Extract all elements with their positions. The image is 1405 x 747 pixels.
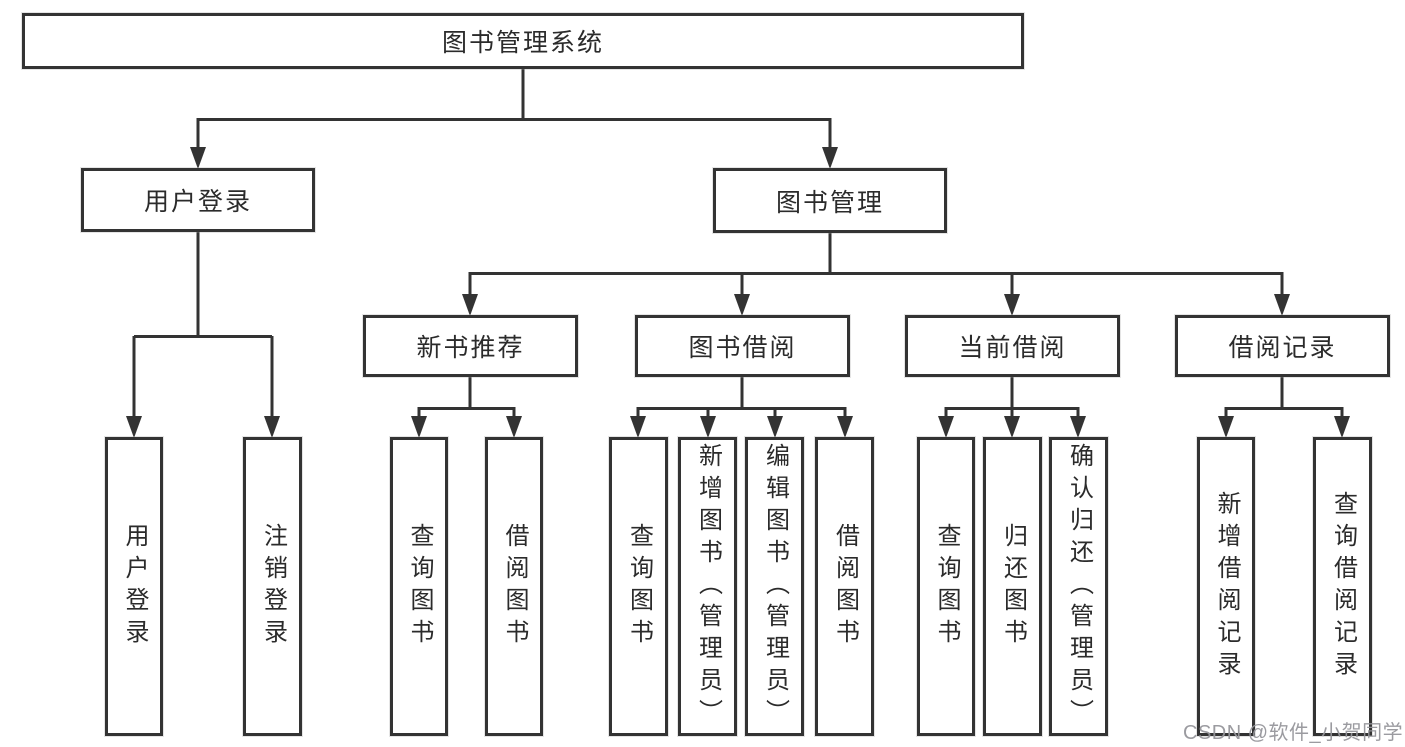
leaf-newbooks-query-books-label: 查询图书	[406, 522, 433, 651]
arrowhead	[126, 416, 142, 438]
leaf-records-add-record-label: 新增借阅记录	[1213, 490, 1240, 683]
node-borrowing-records-label: 借阅记录	[1228, 334, 1337, 362]
connector-user-login-stem	[132, 232, 274, 422]
leaf-newbooks-borrow-books: 借阅图书	[485, 437, 543, 736]
node-borrowing-records: 借阅记录	[1175, 315, 1390, 377]
connector-current-borrow-branch	[944, 377, 1080, 422]
leaf-current-confirm-return-admin: 确认归还（管理员）	[1049, 437, 1108, 736]
node-book-management: 图书管理	[713, 168, 947, 233]
arrowhead	[462, 294, 478, 316]
node-library-system-label: 图书管理系统	[441, 29, 604, 57]
arrowhead	[1334, 416, 1350, 438]
node-user-login-label: 用户登录	[143, 188, 252, 216]
leaf-logout-label: 注销登录	[259, 522, 287, 651]
node-library-system: 图书管理系统	[22, 13, 1024, 69]
node-current-borrowing-label: 当前借阅	[958, 334, 1067, 362]
arrowhead	[1218, 416, 1234, 438]
node-book-management-label: 图书管理	[775, 188, 884, 217]
leaf-borrowing-query-books-label: 查询图书	[625, 522, 653, 651]
connector-lines	[132, 69, 1344, 422]
arrowhead	[630, 416, 646, 438]
leaf-borrowing-edit-book-admin: 编辑图书（管理员）	[745, 437, 804, 736]
connector-level2-branch	[196, 118, 832, 152]
arrowhead	[700, 416, 716, 438]
leaf-borrowing-query-books: 查询图书	[609, 437, 668, 736]
connector-records-branch	[1224, 377, 1344, 422]
node-new-book-recommend: 新书推荐	[363, 315, 578, 377]
arrowheads	[126, 147, 1350, 438]
arrowhead	[767, 416, 783, 438]
connector-new-books-branch	[417, 377, 516, 422]
arrowhead	[1070, 416, 1086, 438]
leaf-current-return-books-label: 归还图书	[999, 522, 1027, 651]
arrowhead	[837, 416, 853, 438]
leaf-current-return-books: 归还图书	[983, 437, 1042, 736]
leaf-user-login-label: 用户登录	[121, 522, 148, 651]
node-current-borrowing: 当前借阅	[905, 315, 1120, 377]
arrowhead	[822, 147, 838, 169]
node-new-book-recommend-label: 新书推荐	[416, 334, 525, 362]
leaf-borrowing-borrow-books: 借阅图书	[815, 437, 874, 736]
leaf-records-query-record-label: 查询借阅记录	[1329, 490, 1357, 683]
arrowhead	[734, 294, 750, 316]
arrowhead	[938, 416, 954, 438]
node-book-borrowing-label: 图书借阅	[688, 334, 797, 362]
leaf-current-query-books-label: 查询图书	[933, 522, 960, 651]
leaf-newbooks-query-books: 查询图书	[390, 437, 448, 736]
node-book-borrowing: 图书借阅	[635, 315, 850, 377]
arrowhead	[1004, 294, 1020, 316]
node-user-login: 用户登录	[81, 168, 315, 232]
leaf-borrowing-add-book-admin-label: 新增图书（管理员）	[694, 442, 722, 731]
connector-book-mgmt-stem	[468, 233, 1284, 298]
leaf-records-add-record: 新增借阅记录	[1197, 437, 1255, 736]
arrowhead	[264, 416, 280, 438]
arrowhead	[1274, 294, 1290, 316]
leaf-current-query-books: 查询图书	[917, 437, 975, 736]
leaf-user-login: 用户登录	[105, 437, 163, 736]
arrowhead	[411, 416, 427, 438]
connector-book-borrow-branch	[636, 377, 847, 422]
arrowhead	[506, 416, 522, 438]
leaf-newbooks-borrow-books-label: 借阅图书	[501, 522, 528, 651]
arrowhead	[1004, 416, 1020, 438]
arrowhead	[190, 147, 206, 169]
leaf-records-query-record: 查询借阅记录	[1313, 437, 1372, 736]
leaf-borrowing-add-book-admin: 新增图书（管理员）	[678, 437, 737, 736]
leaf-logout: 注销登录	[243, 437, 302, 736]
leaf-borrowing-borrow-books-label: 借阅图书	[831, 522, 859, 651]
leaf-borrowing-edit-book-admin-label: 编辑图书（管理员）	[761, 442, 789, 731]
csdn-watermark: CSDN @软件_小贺同学	[1183, 722, 1404, 744]
leaf-current-confirm-return-admin-label: 确认归还（管理员）	[1065, 442, 1093, 731]
